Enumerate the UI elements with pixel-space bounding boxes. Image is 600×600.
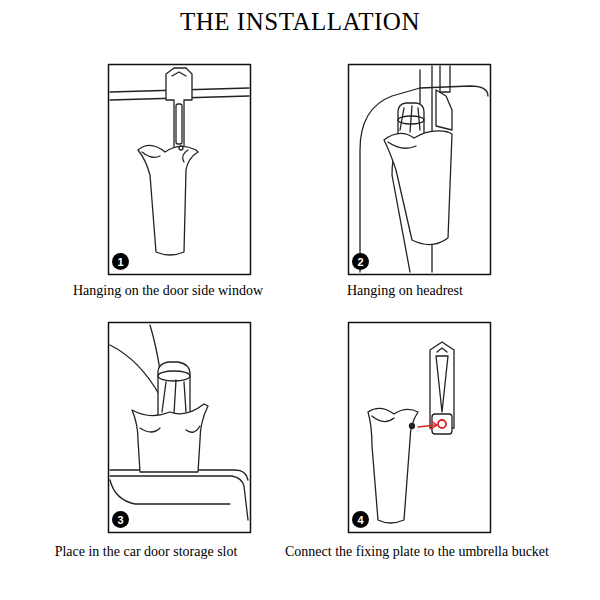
callout-number: 4 — [357, 514, 363, 526]
callout-circle: 1 — [112, 253, 129, 270]
caption: Place in the car door storage slot — [55, 544, 238, 560]
title: THE INSTALLATION — [0, 8, 600, 36]
callout-number: 3 — [117, 514, 123, 526]
callout-number: 2 — [357, 256, 363, 268]
callout-circle: 2 — [352, 253, 369, 270]
caption: Hanging on headrest — [347, 283, 463, 299]
callout-circle: 3 — [112, 511, 129, 528]
caption: Hanging on the door side window — [73, 283, 263, 299]
callout-number: 1 — [117, 256, 123, 268]
caption: Connect the fixing plate to the umbrella… — [285, 544, 549, 560]
callout-circle: 4 — [352, 511, 369, 528]
